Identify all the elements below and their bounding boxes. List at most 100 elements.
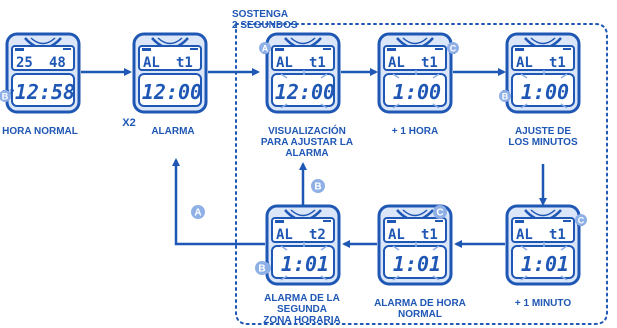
watch-button-label: C: [578, 216, 585, 226]
watch-arch-inner: [30, 37, 56, 45]
flow-button-label: B: [258, 264, 265, 275]
watch-second-indicator: [190, 48, 198, 50]
watch-mode-indicator: [387, 220, 396, 223]
caption-visualizacion: VISUALIZACIÓN PARA AJUSTAR LA ALARMA: [260, 126, 354, 159]
watch-top-right-digits: t1: [549, 227, 566, 243]
watch-arch-inner: [402, 37, 428, 45]
flash-ray: [560, 275, 568, 281]
watch-top-left-digits: AL: [276, 55, 293, 71]
flow-button-a-back: [191, 205, 205, 219]
watch-main-screen: [11, 73, 75, 107]
flash-ray: [320, 275, 328, 281]
caption-hora-normal: HORA NORMAL: [2, 126, 78, 137]
watch-pm-indicator: P: [10, 88, 14, 96]
watch-arch-inner: [157, 37, 183, 45]
watch-alarma-segunda-zona: AL t2 1:01B: [259, 204, 341, 286]
watch-top-right-digits: t1: [309, 55, 326, 71]
flash-ray: [320, 73, 328, 79]
x2-label: X2: [122, 117, 136, 129]
arrow-back-to-alarma: [172, 158, 265, 246]
flash-ray: [520, 103, 528, 109]
flow-button-label: C: [436, 208, 443, 219]
watch-top-right-digits: t2: [309, 227, 326, 243]
watch-second-indicator: [435, 220, 443, 222]
watch-main-digits: 1:00: [521, 80, 569, 104]
flash-ray: [520, 73, 528, 79]
watch-mode-indicator: [142, 48, 151, 51]
watch-main-screen: [383, 73, 447, 107]
watch-second-indicator: [63, 48, 71, 50]
caption-alarma-segunda-zona: ALARMA DE LA SEGUNDA ZONA HORARIA: [263, 293, 341, 326]
flash-ray: [392, 275, 400, 281]
watch-main-screen: [138, 73, 202, 107]
watch-top-left-digits: 25: [16, 55, 33, 71]
watch-top-left-digits: AL: [388, 55, 405, 71]
watch-top-left-digits: AL: [143, 55, 160, 71]
watch-mode-indicator: [275, 48, 284, 51]
watch-main-digits: 12:58: [15, 80, 75, 104]
flash-ray: [520, 245, 528, 251]
flash-ray: [392, 73, 400, 79]
watch-top-left-digits: AL: [276, 227, 293, 243]
flow-button-c-mid: [433, 205, 447, 219]
flash-ray: [432, 275, 440, 281]
watch-second-indicator: [323, 220, 331, 222]
watch-main-screen: [383, 245, 447, 279]
flow-button-b-up: [311, 179, 325, 193]
watch-main-digits: 1:01: [393, 252, 441, 276]
hold-note: SOSTENGA 2 SEGUNDOS: [232, 9, 298, 31]
watch-main-digits: 1:00: [393, 80, 441, 104]
flow-button-label: A: [194, 208, 201, 219]
watch-button-label: B: [2, 92, 9, 102]
flash-ray: [280, 73, 288, 79]
watch-top-left-digits: AL: [516, 55, 533, 71]
watch-mode-indicator: [15, 48, 24, 51]
flash-ray: [392, 103, 400, 109]
flash-ray: [432, 103, 440, 109]
dashed-region: [235, 23, 608, 325]
flash-ray: [560, 245, 568, 251]
watch-main-digits: 1:01: [281, 252, 329, 276]
flash-ray: [392, 245, 400, 251]
caption-mas-una-hora: + 1 HORA: [391, 126, 439, 137]
flash-ray: [560, 73, 568, 79]
watch-mode-indicator: [515, 220, 524, 223]
watch-top-right-digits: t1: [421, 227, 438, 243]
flash-ray: [560, 103, 568, 109]
watch-main-digits: 12:00: [142, 80, 202, 104]
watch-main-screen: [271, 245, 335, 279]
watch-second-indicator: [435, 48, 443, 50]
watch-button-badge: [575, 214, 587, 226]
watch-mode-indicator: [387, 48, 396, 51]
flash-ray: [432, 245, 440, 251]
watch-main-digits: 1:01: [521, 252, 569, 276]
watch-arch-inner: [530, 37, 556, 45]
watch-button-label: B: [502, 92, 509, 102]
watch-top-screen: [511, 217, 575, 243]
caption-ajuste-minutos: AJUSTE DE LOS MINUTOS: [508, 126, 578, 148]
caption-alarma: ALARMA: [151, 126, 195, 137]
watch-button-badge: [447, 42, 459, 54]
flash-ray: [432, 73, 440, 79]
watch-top-screen: [138, 45, 202, 71]
watch-second-indicator: [563, 220, 571, 222]
flash-ray: [280, 275, 288, 281]
watch-top-screen: [271, 45, 335, 71]
watch-top-left-digits: AL: [516, 227, 533, 243]
watch-top-right-digits: t1: [176, 55, 193, 71]
watch-top-screen: [511, 45, 575, 71]
watch-main-screen: [511, 73, 575, 107]
flow-button-label: B: [314, 182, 321, 193]
watch-top-right-digits: 48: [49, 55, 66, 71]
watch-top-screen: [271, 217, 335, 243]
watch-button-badge: [0, 90, 11, 102]
watch-top-screen: [11, 45, 75, 71]
watch-button-label: C: [450, 44, 457, 54]
flash-ray: [320, 103, 328, 109]
